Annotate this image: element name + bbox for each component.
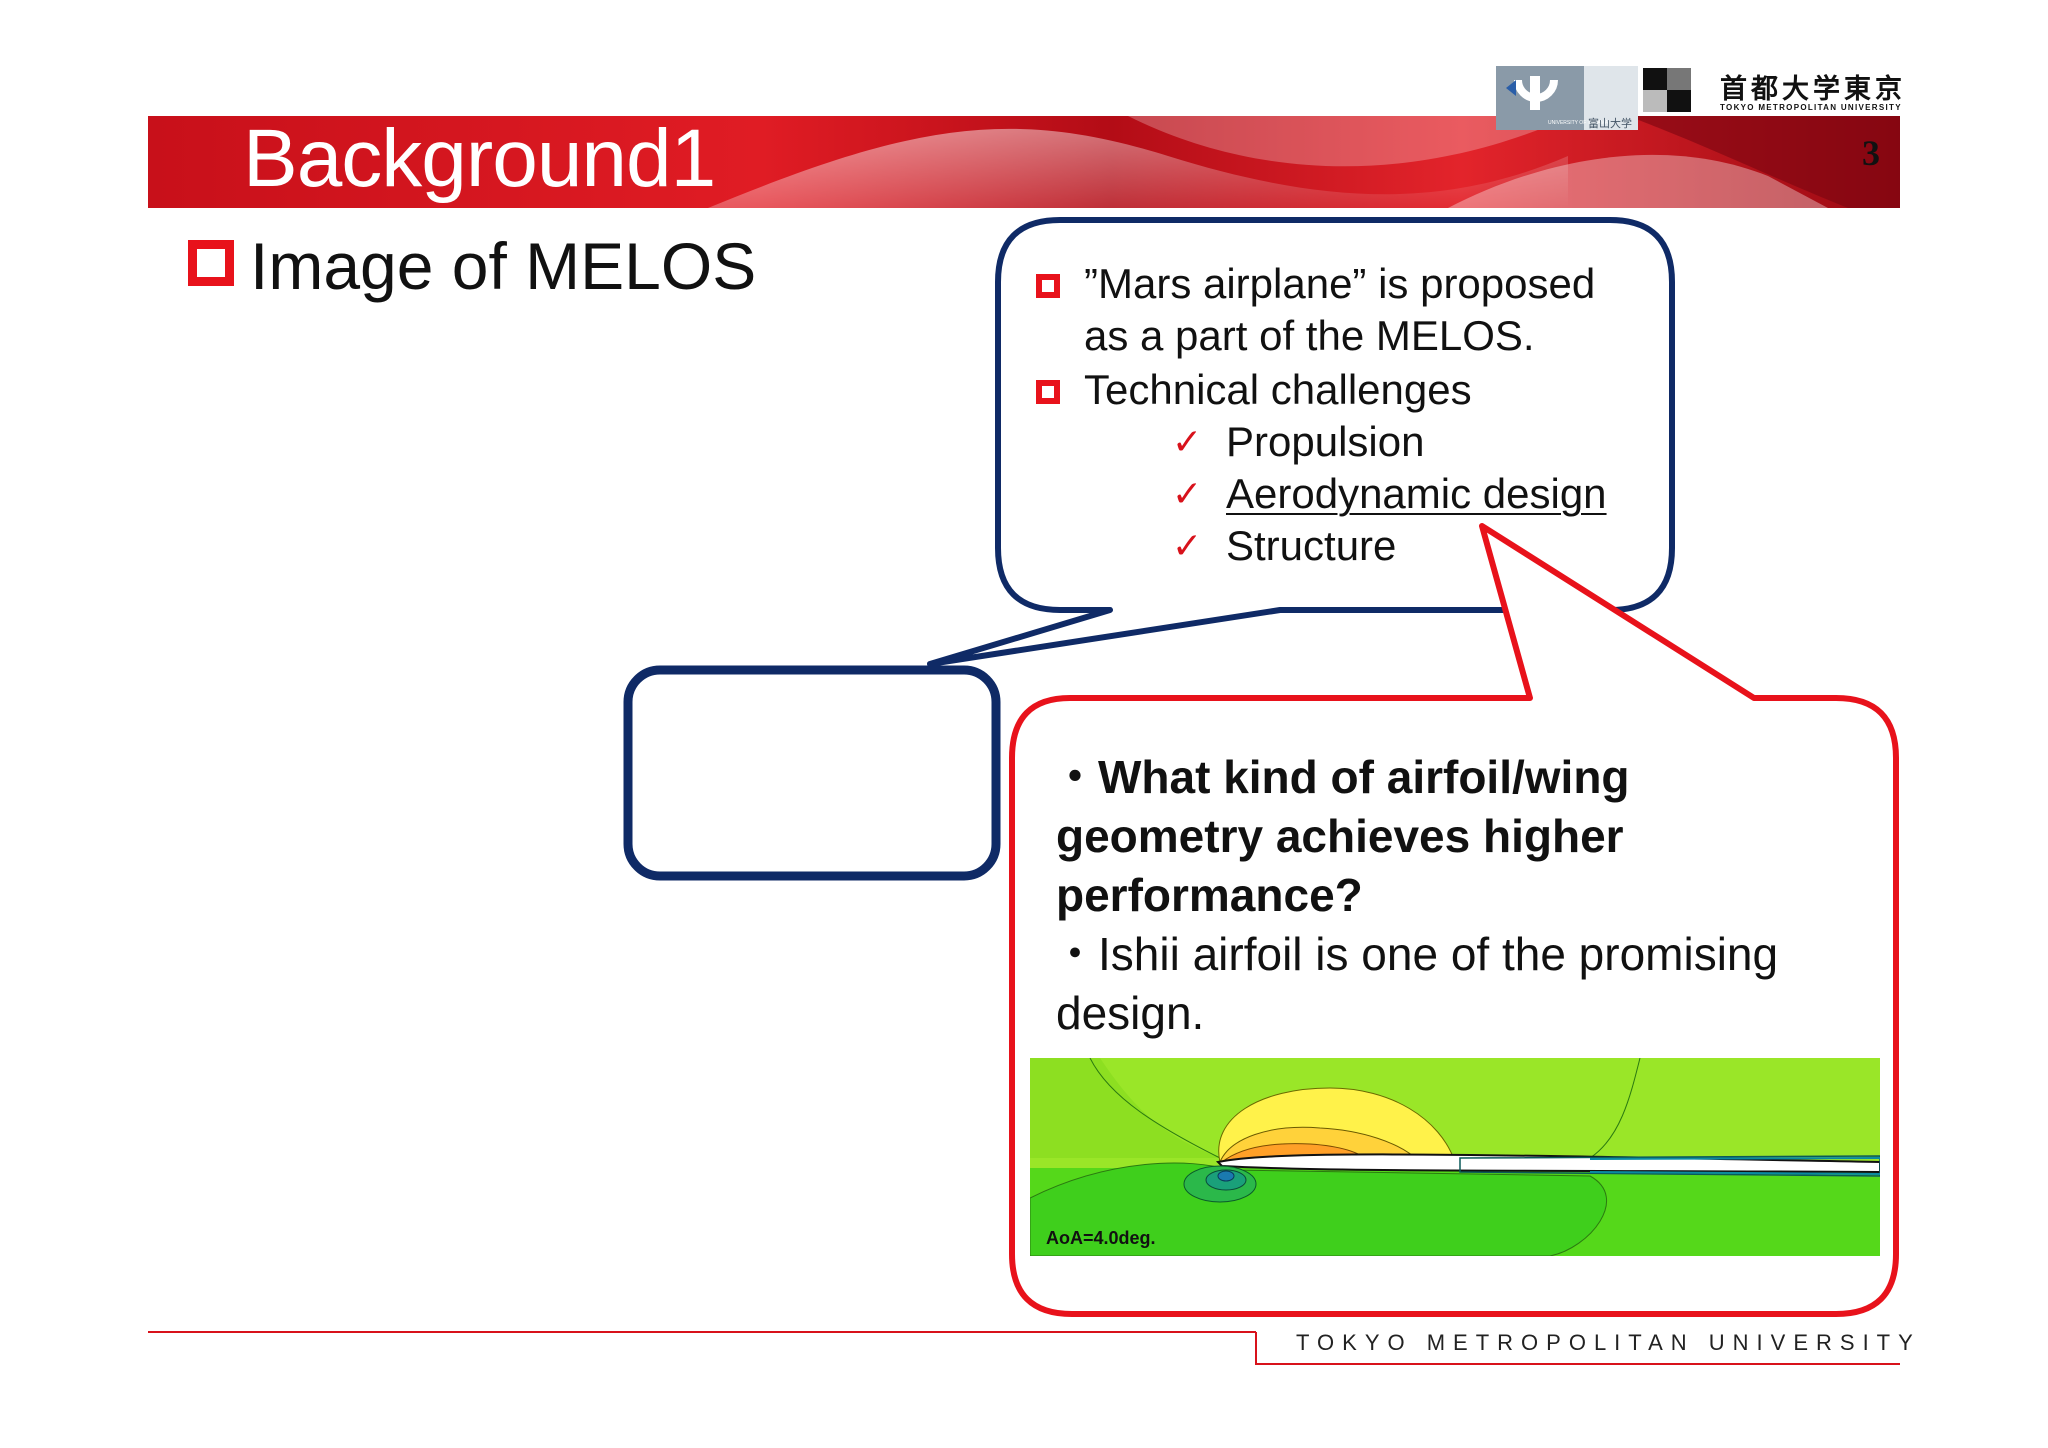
check-item-aerodynamic-design: Aerodynamic design bbox=[1226, 470, 1607, 517]
question-line-3: performance? bbox=[1056, 869, 1363, 921]
answer-line-1: ・Ishii airfoil is one of the promising bbox=[1052, 928, 1779, 980]
callout-1-item-1-line-1: ”Mars airplane” is proposed bbox=[1084, 260, 1596, 307]
university-of-toyama-logo: UNIVERSITY OF TOYAMA bbox=[1496, 66, 1638, 130]
checkmark-icon: ✓ bbox=[1172, 474, 1203, 515]
checkmark-icon: ✓ bbox=[1172, 422, 1203, 463]
slide-number: 3 bbox=[1862, 133, 1880, 173]
callout-1-item-2: Technical challenges bbox=[1084, 366, 1472, 413]
header-banner bbox=[148, 116, 1900, 208]
bullet-square-icon bbox=[188, 240, 234, 286]
tmu-logo-mark bbox=[1643, 68, 1691, 112]
question-line-2: geometry achieves higher bbox=[1056, 810, 1624, 862]
tmu-jp-name: 首都大学東京 bbox=[1720, 74, 1906, 105]
toyama-jp-label: 富山大学 bbox=[1588, 118, 1632, 130]
answer-line-2: design. bbox=[1056, 987, 1205, 1039]
airfoil-pressure-contour-image bbox=[1030, 1058, 1880, 1256]
tmu-en-name: TOKYO METROPOLITAN UNIVERSITY bbox=[1720, 103, 1902, 112]
melos-image-placeholder bbox=[623, 665, 1001, 881]
footer-university-name: TOKYO METROPOLITAN UNIVERSITY bbox=[1296, 1330, 1921, 1355]
main-bullet-text: Image of MELOS bbox=[250, 229, 757, 303]
check-item-structure: Structure bbox=[1226, 522, 1397, 569]
svg-text:UNIVERSITY OF TOYAMA: UNIVERSITY OF TOYAMA bbox=[1548, 120, 1609, 126]
check-item-propulsion: Propulsion bbox=[1226, 418, 1425, 465]
callout-1-bullet-1-icon bbox=[1036, 274, 1060, 298]
callout-1-bullet-2-icon bbox=[1036, 380, 1060, 404]
aoa-label: AoA=4.0deg. bbox=[1046, 1228, 1156, 1248]
slide-title: Background1 bbox=[243, 113, 716, 204]
checkmark-icon: ✓ bbox=[1172, 526, 1203, 567]
question-line-1: ・What kind of airfoil/wing bbox=[1052, 751, 1630, 803]
callout-1-item-1-line-2: as a part of the MELOS. bbox=[1084, 312, 1535, 359]
